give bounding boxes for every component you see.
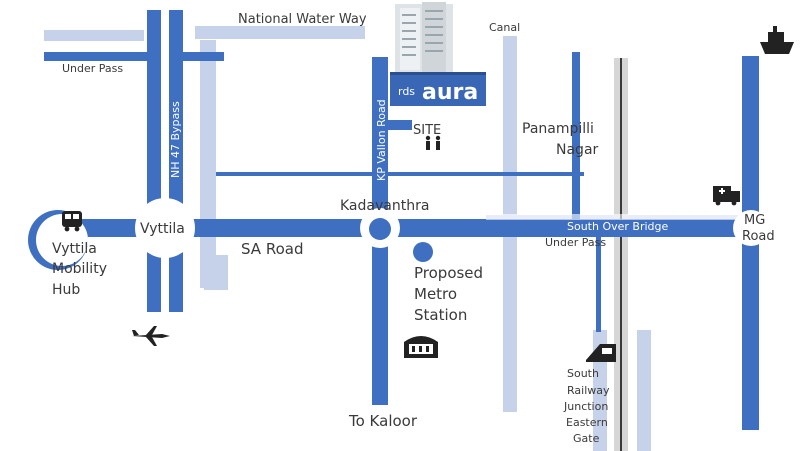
label-junction: Junction [563, 400, 608, 413]
ship-icon [760, 26, 794, 54]
building-icon [395, 2, 453, 74]
label-nh47-bypass: NH 47 Bypass [169, 101, 182, 178]
label-panampilli: Panampilli [522, 121, 594, 137]
label-hub: Hub [52, 282, 80, 298]
metro-station-dot [413, 242, 433, 262]
logo-name: aura [422, 80, 478, 105]
vyttila-light-road-bottom [204, 255, 228, 290]
upper-connector-road [216, 172, 584, 176]
railway-line [614, 58, 628, 451]
train-icon [586, 344, 616, 362]
label-mg: MG [744, 213, 765, 228]
kp-vallon-road [372, 57, 388, 225]
label-under-pass-left: Under Pass [62, 62, 123, 75]
label-under-pass-right: Under Pass [545, 236, 606, 249]
label-south: South [567, 367, 599, 380]
label-eastern: Eastern [566, 416, 608, 429]
label-vyttila: Vyttila [140, 221, 185, 237]
underpass-road-top [44, 52, 224, 61]
label-station: Station [414, 306, 467, 324]
label-south-over-bridge: South Over Bridge [567, 220, 669, 233]
label-sa-road: SA Road [241, 240, 303, 258]
map-labels: National Water Way Canal Under Pass NH 4… [52, 12, 775, 445]
label-national-water-way: National Water Way [238, 12, 367, 27]
panampilli-road [572, 52, 580, 226]
site-connector [388, 120, 412, 130]
railway-light-track-right [637, 330, 651, 451]
label-nagar: Nagar [556, 142, 599, 158]
pedestrians-icon [425, 135, 441, 150]
label-proposed: Proposed [414, 264, 483, 282]
label-canal: Canal [489, 21, 520, 34]
national-water-way-line [195, 26, 365, 39]
label-to-kaloor: To Kaloor [348, 412, 418, 430]
theatre-icon [404, 336, 438, 358]
ambulance-icon [713, 186, 740, 206]
label-kadavanthra: Kadavanthra [340, 198, 429, 214]
label-gate: Gate [573, 432, 600, 445]
bus-icon [62, 211, 82, 232]
label-hub-vyttila: Vyttila [52, 241, 97, 257]
label-road: Road [742, 229, 775, 244]
label-site: SITE [413, 123, 441, 138]
kaloor-road [372, 237, 388, 405]
underpass-right-road [596, 237, 601, 332]
label-railway: Railway [567, 384, 610, 397]
label-kp-vallon-road: KP Vallon Road [375, 99, 388, 181]
rds-aura-logo: rds aura [390, 72, 486, 106]
south-over-bridge-band [486, 214, 744, 220]
top-left-light-road [44, 30, 144, 41]
label-hub-mobility: Mobility [52, 261, 107, 277]
logo-prefix: rds [398, 85, 415, 98]
mg-road-junction [733, 210, 769, 246]
label-metro: Metro [414, 285, 457, 303]
vyttila-light-road [200, 40, 216, 288]
vyttila-junction [135, 198, 195, 258]
airplane-icon [132, 326, 170, 346]
nh47-inner-white [161, 10, 169, 312]
